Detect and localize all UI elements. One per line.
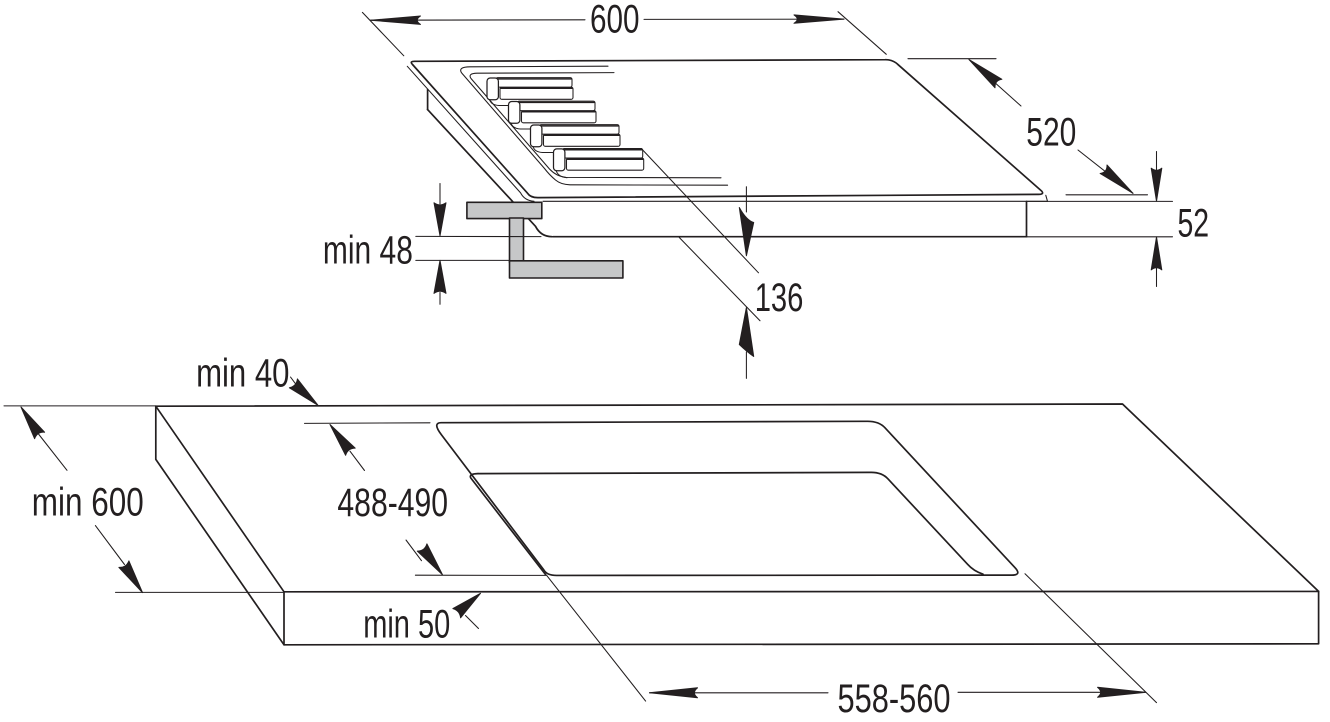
svg-text:558-560: 558-560 bbox=[838, 676, 951, 717]
svg-text:min 48: min 48 bbox=[323, 228, 413, 272]
svg-text:min 40: min 40 bbox=[196, 351, 289, 396]
svg-text:136: 136 bbox=[755, 276, 804, 321]
svg-text:min 50: min 50 bbox=[363, 602, 450, 647]
svg-text:52: 52 bbox=[1178, 202, 1210, 246]
svg-text:600: 600 bbox=[590, 0, 640, 41]
svg-text:min 600: min 600 bbox=[32, 479, 144, 525]
svg-text:488-490: 488-490 bbox=[337, 480, 448, 525]
svg-text:520: 520 bbox=[1026, 110, 1076, 154]
